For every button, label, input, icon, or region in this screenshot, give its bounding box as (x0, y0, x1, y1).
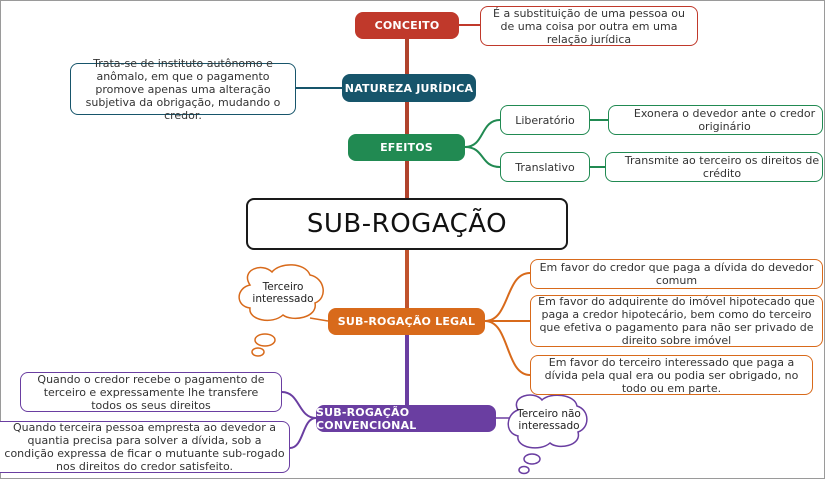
legal-item-1-box: Em favor do credor que paga a dívida do … (530, 259, 823, 289)
legal-item-3-text: Em favor do terceiro interessado que pag… (544, 355, 799, 395)
efeitos-item-2-label: Translativo (515, 160, 575, 174)
natureza-text-box: Trata-se de instituto autônomo e anômalo… (70, 57, 296, 122)
convencional-item-2-box: Quando terceira pessoa empresta ao deved… (0, 421, 290, 473)
conv-branch-1 (281, 391, 317, 419)
central-topic: SUB-ROGAÇÃO (246, 198, 568, 250)
legal-item-3-box: Em favor do terceiro interessado que pag… (530, 355, 813, 395)
efeitos-item-1-text-box: Exonera o devedor ante o credor originár… (608, 105, 823, 135)
efeitos-node: EFEITOS (348, 134, 465, 161)
legal-cloud-text: Terceiro interessado (252, 281, 314, 305)
efeitos-item-1-text: Exonera o devedor ante o credor originár… (633, 107, 816, 133)
central-title: SUB-ROGAÇÃO (306, 209, 508, 239)
legal-node: SUB-ROGAÇÃO LEGAL (328, 308, 485, 335)
conceito-label: CONCEITO (374, 19, 440, 32)
efeitos-item-2-box: Translativo (500, 152, 590, 182)
efeitos-branch-1 (464, 119, 501, 148)
efeitos-item-1-box: Liberatório (500, 105, 590, 135)
convencional-node: SUB-ROGAÇÃO CONVENCIONAL (316, 405, 496, 432)
efeitos-item-2-text-box: Transmite ao terceiro os direitos de cré… (605, 152, 823, 182)
legal-branch-1 (484, 272, 531, 322)
conceito-text: É a substituição de uma pessoa ou de uma… (493, 6, 685, 46)
convencional-item-1-box: Quando o credor recebe o pagamento de te… (20, 372, 282, 412)
legal-cloud-link (309, 317, 329, 322)
convencional-label: SUB-ROGAÇÃO CONVENCIONAL (316, 405, 417, 432)
legal-item-1-text: Em favor do credor que paga a dívida do … (539, 261, 814, 287)
efeitos-item-2-text: Transmite ao terceiro os direitos de cré… (624, 154, 820, 180)
legal-cloud-icon (238, 264, 324, 357)
legal-label: SUB-ROGAÇÃO LEGAL (337, 315, 476, 328)
legal-item-2-box: Em favor do adquirente do imóvel hipotec… (530, 295, 823, 347)
conceito-node: CONCEITO (355, 12, 459, 39)
conv-cloud-icon (507, 394, 588, 475)
legal-item-2-text: Em favor do adquirente do imóvel hipotec… (538, 295, 815, 347)
natureza-text: Trata-se de instituto autônomo e anômalo… (85, 56, 281, 122)
legal-branch-3 (484, 320, 531, 376)
natureza-node: NATUREZA JURÍDICA (342, 74, 476, 102)
efeitos-label: EFEITOS (380, 141, 433, 154)
efeitos-item-1-label: Liberatório (515, 113, 575, 127)
conv-branch-2 (289, 417, 317, 449)
convencional-item-2-text: Quando terceira pessoa empresta ao deved… (4, 421, 285, 473)
convencional-item-1-text: Quando o credor recebe o pagamento de te… (37, 372, 265, 412)
convencional-cloud-text: Terceiro não interessado (517, 408, 581, 432)
efeitos-branch-2 (464, 146, 501, 168)
conceito-text-box: É a substituição de uma pessoa ou de uma… (480, 6, 698, 46)
natureza-label: NATUREZA JURÍDICA (344, 81, 474, 95)
